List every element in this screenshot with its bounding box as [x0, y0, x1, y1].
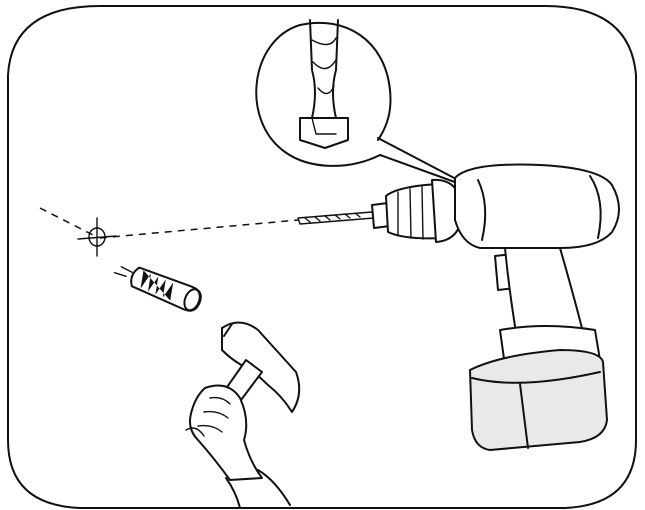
drill-target-icon	[40, 208, 298, 256]
drill-bit-detail-icon	[256, 20, 463, 185]
cordless-drill-icon	[298, 165, 619, 450]
wall-plug-icon	[112, 258, 204, 314]
hand-icon	[186, 386, 290, 508]
